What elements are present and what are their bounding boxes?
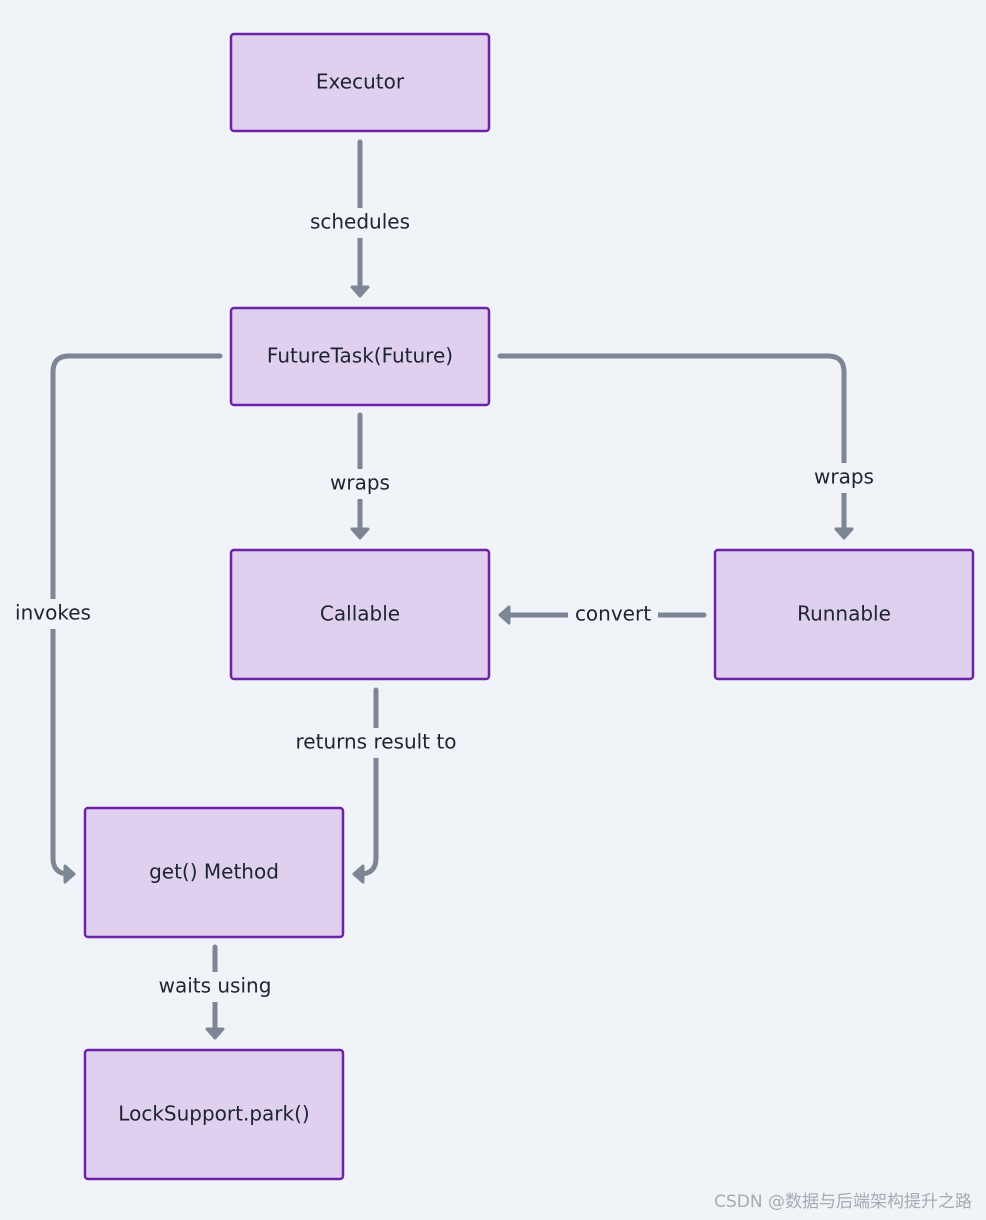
edge-wraps-runnable: wraps [497, 353, 882, 540]
node-label-locksupport: LockSupport.park() [118, 1102, 309, 1126]
edge-waits-using: waits using [150, 944, 280, 1040]
edge-label-invokes: invokes [15, 601, 91, 625]
node-locksupport: LockSupport.park() [83, 1048, 345, 1181]
node-label-futuretask: FutureTask(Future) [267, 344, 453, 368]
node-label-callable: Callable [320, 602, 400, 626]
edge-label-wraps-callable: wraps [330, 471, 390, 495]
node-futuretask: FutureTask(Future) [229, 306, 491, 407]
node-label-get-method: get() Method [149, 860, 279, 884]
edge-label-schedules: schedules [310, 210, 410, 234]
watermark: CSDN @数据与后端架构提升之路 [714, 1192, 972, 1212]
node-get-method: get() Method [83, 806, 345, 939]
edge-convert: convert [498, 600, 707, 630]
edge-invokes: invokes [8, 353, 223, 884]
edge-label-returns-result-to: returns result to [296, 730, 457, 754]
edge-label-wraps-runnable: wraps [814, 465, 874, 489]
edge-wraps-callable: wraps [322, 412, 398, 540]
node-label-executor: Executor [316, 70, 405, 94]
edge-label-waits-using: waits using [159, 974, 272, 998]
edge-schedules: schedules [300, 139, 420, 298]
node-executor: Executor [229, 32, 491, 133]
node-runnable: Runnable [713, 548, 975, 681]
edge-returns-result-to: returns result to [284, 687, 468, 884]
edge-label-convert: convert [575, 602, 651, 626]
node-callable: Callable [229, 548, 491, 681]
node-label-runnable: Runnable [797, 602, 891, 626]
